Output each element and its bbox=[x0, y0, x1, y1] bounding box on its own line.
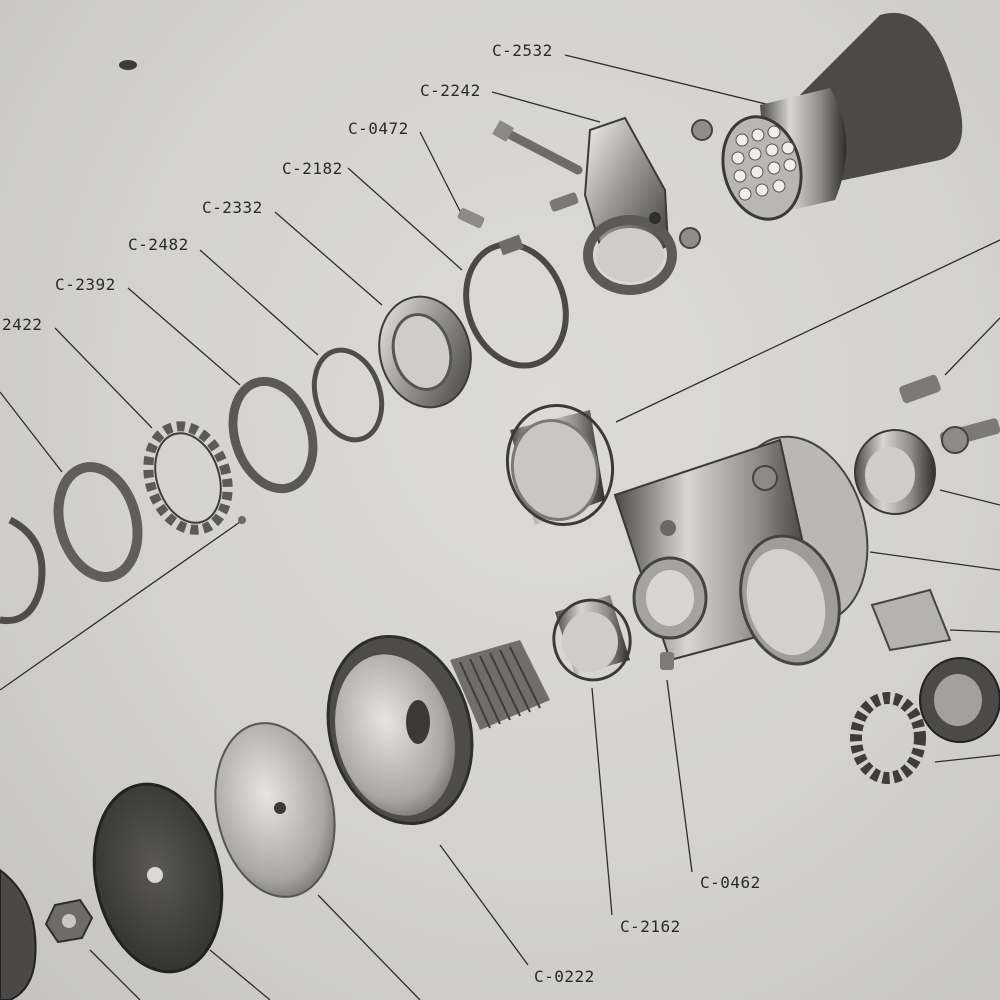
label-c0472: C-0472 bbox=[348, 119, 409, 138]
part-threaded-cup-c0222 bbox=[326, 634, 550, 826]
leader-c0472 bbox=[419, 131, 463, 216]
label-c2532: C-2532 bbox=[492, 41, 553, 60]
leader-bottom-3 bbox=[89, 949, 141, 1000]
leader-left-1 bbox=[0, 391, 63, 473]
label-c0222: C-0222 bbox=[534, 967, 595, 986]
part-ring-left bbox=[53, 462, 143, 582]
leader-bottom-2 bbox=[209, 949, 271, 1000]
part-setscrew-c0462 bbox=[660, 652, 674, 670]
label-c2392: C-2392 bbox=[55, 275, 116, 294]
leader-c2162 bbox=[591, 687, 613, 916]
leader-c0222 bbox=[439, 844, 529, 966]
leader-sleeve bbox=[615, 239, 1000, 423]
leader-right-1 bbox=[944, 317, 1000, 376]
label-c2482: C-2482 bbox=[128, 235, 189, 254]
part-main-housing bbox=[613, 435, 869, 666]
part-split-ring-c2182 bbox=[463, 234, 569, 369]
label-c2332: C-2332 bbox=[202, 198, 263, 217]
part-knurled-wheel bbox=[0, 868, 37, 1000]
leader-c2242 bbox=[491, 91, 601, 123]
label-c2242: C-2242 bbox=[420, 81, 481, 100]
leader-c2482 bbox=[199, 249, 319, 356]
part-snap-ring-left bbox=[0, 516, 46, 625]
label-c0462: C-0462 bbox=[700, 873, 761, 892]
leader-c2532 bbox=[564, 54, 771, 106]
leader-right-2 bbox=[939, 489, 1000, 506]
leader-left-2 bbox=[0, 521, 241, 691]
part-bearing-c2332 bbox=[378, 295, 472, 409]
part-disc-light bbox=[214, 722, 336, 898]
leader-c2392 bbox=[127, 287, 241, 386]
leader-right-3 bbox=[869, 551, 1000, 571]
part-hex-nut-hole bbox=[62, 914, 76, 928]
part-sleeve bbox=[505, 404, 615, 526]
label-2422: 2422 bbox=[2, 315, 43, 334]
label-c2182: C-2182 bbox=[282, 159, 343, 178]
part-lockwasher-c2422 bbox=[143, 421, 246, 535]
part-ring-c2392 bbox=[228, 376, 318, 494]
label-c2162: C-2162 bbox=[620, 917, 681, 936]
right-side-parts bbox=[850, 374, 1000, 784]
leader-c2182 bbox=[347, 167, 463, 271]
leader-c0462 bbox=[666, 679, 693, 873]
part-ring-c2482 bbox=[311, 347, 385, 443]
part-sleeve-c2162 bbox=[552, 595, 632, 682]
part-connector-c2532 bbox=[721, 12, 963, 221]
leader-right-4 bbox=[949, 629, 1000, 633]
leader-c2422 bbox=[54, 327, 153, 429]
leader-lines bbox=[0, 54, 1000, 1000]
leader-c2332 bbox=[274, 211, 383, 306]
part-labels: C-2532 C-2242 C-0472 C-2182 C-2332 C-248… bbox=[2, 41, 761, 986]
part-disc-dark bbox=[92, 782, 224, 974]
part-screw-c0472 bbox=[457, 208, 485, 228]
part-clamp-c2242 bbox=[492, 116, 713, 295]
ink-speck bbox=[119, 60, 137, 70]
leader-bottom-1 bbox=[317, 894, 421, 1000]
leader-right-5 bbox=[934, 754, 1000, 763]
